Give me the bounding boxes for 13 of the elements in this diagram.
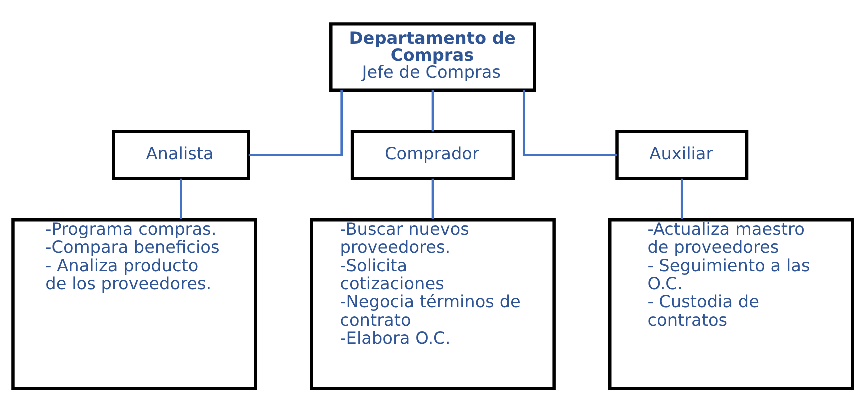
connector bbox=[522, 90, 617, 156]
node-box: -Actualiza maestro de proveedores - Seguimiento a las O.C. - Custodia de contratos bbox=[608, 218, 854, 390]
connector bbox=[680, 178, 684, 220]
node-box: Comprador bbox=[350, 130, 516, 180]
node-box: Auxiliar bbox=[616, 130, 749, 180]
node-box: Analista bbox=[112, 130, 250, 180]
connector bbox=[180, 178, 182, 220]
node-box: Departamento de Compras Jefe de Compras bbox=[330, 22, 536, 92]
connector bbox=[432, 178, 434, 220]
connector bbox=[248, 90, 344, 156]
node-box: -Programa compras. -Compara beneficios - Analiza producto de los proveedores. bbox=[12, 218, 258, 390]
connector bbox=[432, 90, 434, 132]
node-box: -Buscar nuevos proveedores. -Solicita cotizaciones -Negocia términos de contrato -Elabora O.C. bbox=[310, 218, 556, 390]
